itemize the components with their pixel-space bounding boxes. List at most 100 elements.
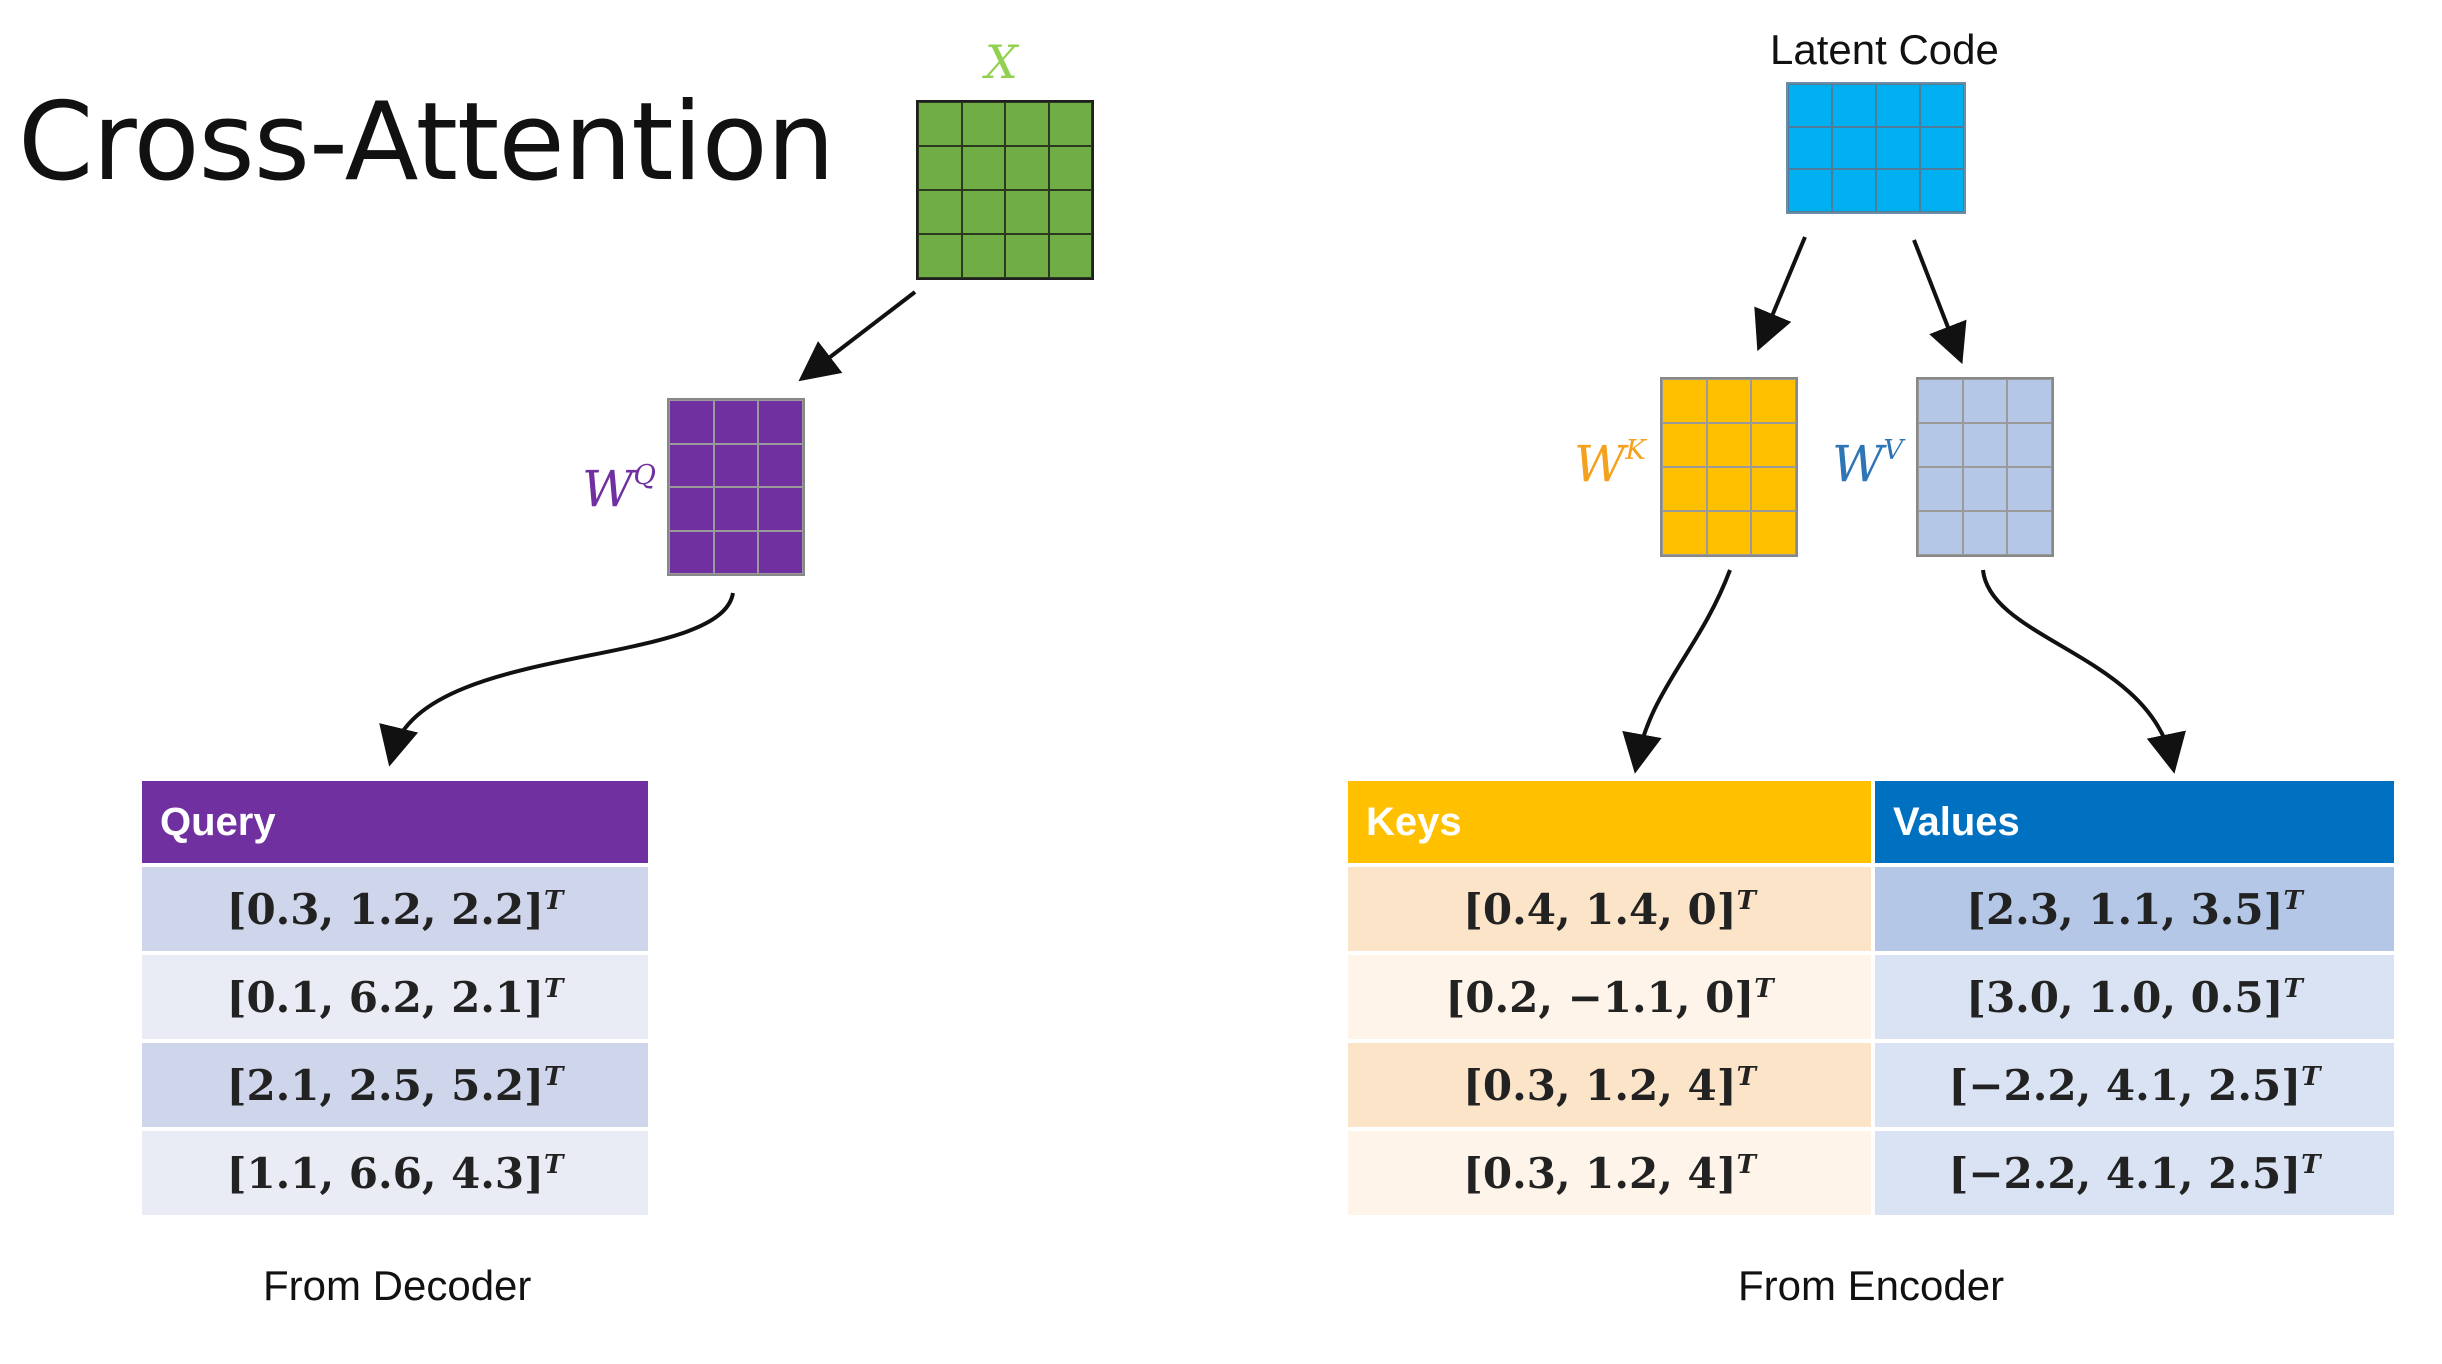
matrix-cell (758, 530, 803, 574)
key-cell: [0.2, −1.1, 0]T (1348, 951, 1871, 1039)
matrix-cell (1962, 423, 2008, 467)
matrix-cell (961, 234, 1005, 278)
matrix-cell (918, 102, 962, 146)
matrix-cell (2007, 379, 2052, 423)
matrix-cell (1918, 511, 1963, 555)
matrix-cell (1918, 379, 1963, 423)
matrix-cell (713, 487, 759, 531)
matrix-cell (1751, 379, 1796, 423)
matrix-cell (1706, 511, 1752, 555)
matrix-cell (1751, 423, 1796, 467)
from-encoder-caption: From Encoder (1738, 1262, 2005, 1309)
wk-to-keys-arrow (1622, 569, 1732, 774)
value-cell: [3.0, 1.0, 0.5]T (1871, 951, 2394, 1039)
matrix-cell (669, 487, 714, 531)
matrix-cell (713, 530, 759, 574)
matrix-cell (1662, 467, 1707, 511)
matrix-cell (1832, 84, 1876, 127)
matrix-cell (1788, 84, 1832, 127)
keys-header: Keys (1348, 781, 1871, 863)
matrix-cell (1832, 126, 1876, 170)
matrix-cell (1005, 146, 1049, 190)
wk-matrix (1660, 377, 1798, 557)
matrix-cell (1005, 190, 1049, 234)
matrix-cell (1788, 126, 1832, 170)
value-cell: [2.3, 1.1, 3.5]T (1871, 863, 2394, 951)
matrix-cell (1706, 423, 1752, 467)
wq-to-query-arrow (379, 592, 735, 767)
matrix-cell (1788, 169, 1832, 212)
query-row: [2.1, 2.5, 5.2]T (142, 1039, 648, 1127)
matrix-cell (669, 400, 714, 444)
x-label: X (985, 35, 1018, 89)
query-row: [0.1, 6.2, 2.1]T (142, 951, 648, 1039)
matrix-cell (1048, 190, 1092, 234)
matrix-cell (1005, 102, 1049, 146)
query-header: Query (142, 781, 648, 863)
matrix-cell (669, 443, 714, 487)
wk-label: WK (1574, 434, 1646, 493)
matrix-cell (1751, 511, 1796, 555)
matrix-cell (1918, 467, 1963, 511)
matrix-cell (1048, 146, 1092, 190)
matrix-cell (1876, 169, 1920, 212)
matrix-cell (1048, 102, 1092, 146)
matrix-cell (1005, 234, 1049, 278)
matrix-cell (1962, 467, 2008, 511)
matrix-cell (758, 400, 803, 444)
x-input-matrix (916, 100, 1094, 280)
matrix-cell (1706, 379, 1752, 423)
wv-matrix (1916, 377, 2054, 557)
wv-to-values-arrow (1981, 569, 2186, 774)
matrix-cell (1662, 511, 1707, 555)
matrix-cell (758, 487, 803, 531)
query-row: [1.1, 6.6, 4.3]T (142, 1127, 648, 1215)
matrix-cell (961, 102, 1005, 146)
latent-code-matrix (1786, 82, 1966, 214)
matrix-cell (669, 530, 714, 574)
matrix-cell (961, 190, 1005, 234)
matrix-cell (1918, 423, 1963, 467)
latent-code-label: Latent Code (1770, 26, 1999, 73)
key-cell: [0.4, 1.4, 0]T (1348, 863, 1871, 951)
matrix-cell (2007, 423, 2052, 467)
from-decoder-caption: From Decoder (263, 1262, 532, 1309)
matrix-cell (1920, 126, 1964, 170)
matrix-cell (1662, 423, 1707, 467)
matrix-cell (918, 190, 962, 234)
matrix-cell (1832, 169, 1876, 212)
values-header: Values (1871, 781, 2394, 863)
matrix-cell (1920, 169, 1964, 212)
matrix-cell (918, 146, 962, 190)
value-cell: [−2.2, 4.1, 2.5]T (1871, 1039, 2394, 1127)
matrix-cell (1706, 467, 1752, 511)
page-title: Cross-Attention (18, 80, 835, 205)
matrix-cell (1876, 126, 1920, 170)
wq-label: WQ (582, 459, 656, 518)
matrix-cell (1962, 511, 2008, 555)
query-row: [0.3, 1.2, 2.2]T (142, 863, 648, 951)
matrix-cell (713, 443, 759, 487)
matrix-cell (713, 400, 759, 444)
wq-matrix (667, 398, 805, 576)
latent-to-wv-arrow (1912, 239, 1967, 365)
key-cell: [0.3, 1.2, 4]T (1348, 1127, 1871, 1215)
matrix-cell (2007, 467, 2052, 511)
keys-values-table: Keys Values [0.4, 1.4, 0]T [2.3, 1.1, 3.… (1348, 781, 2394, 1215)
matrix-cell (961, 146, 1005, 190)
key-cell: [0.3, 1.2, 4]T (1348, 1039, 1871, 1127)
x-to-wq-arrow (798, 290, 917, 382)
matrix-cell (1662, 379, 1707, 423)
latent-to-wk-arrow (1754, 236, 1807, 352)
wv-label: WV (1832, 434, 1904, 493)
matrix-cell (2007, 511, 2052, 555)
matrix-cell (1751, 467, 1796, 511)
query-table: Query [0.3, 1.2, 2.2]T [0.1, 6.2, 2.1]T … (142, 781, 648, 1215)
matrix-cell (1048, 234, 1092, 278)
value-cell: [−2.2, 4.1, 2.5]T (1871, 1127, 2394, 1215)
matrix-cell (1962, 379, 2008, 423)
matrix-cell (758, 443, 803, 487)
matrix-cell (918, 234, 962, 278)
matrix-cell (1876, 84, 1920, 127)
